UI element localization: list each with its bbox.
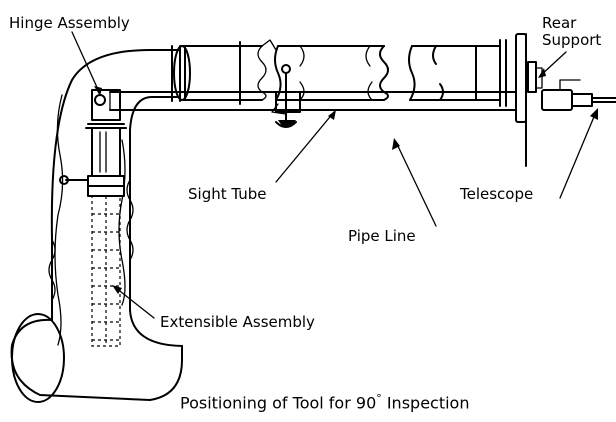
rear-support-label-line1: Rear	[542, 14, 577, 32]
caption-text-after: Inspection	[381, 393, 470, 413]
extensible-assembly	[59, 127, 125, 347]
figure-caption: Positioning of Tool for 90° Inspection	[180, 392, 469, 412]
pipe-section-3	[408, 39, 507, 107]
sight-tube	[109, 79, 616, 111]
caption-degree: °	[376, 392, 382, 405]
extensible-assembly-label: Extensible Assembly	[160, 313, 315, 331]
pipe-line-label: Pipe Line	[348, 227, 416, 245]
hinge-assembly	[85, 89, 127, 129]
hinge-assembly-label: Hinge Assembly	[9, 14, 130, 32]
rear-support	[515, 33, 543, 167]
leader-arrows	[71, 31, 598, 319]
sight-tube-clamp	[275, 64, 301, 128]
telescope-label: Telescope	[460, 185, 534, 203]
pipe-section-2	[261, 39, 389, 115]
rear-support-label-line2: Support	[542, 31, 602, 49]
sight-tube-label: Sight Tube	[188, 185, 267, 203]
pipe-section-1	[173, 41, 267, 105]
caption-text-before: Positioning of Tool for 90	[180, 393, 377, 413]
elbow-pipe	[10, 45, 183, 403]
